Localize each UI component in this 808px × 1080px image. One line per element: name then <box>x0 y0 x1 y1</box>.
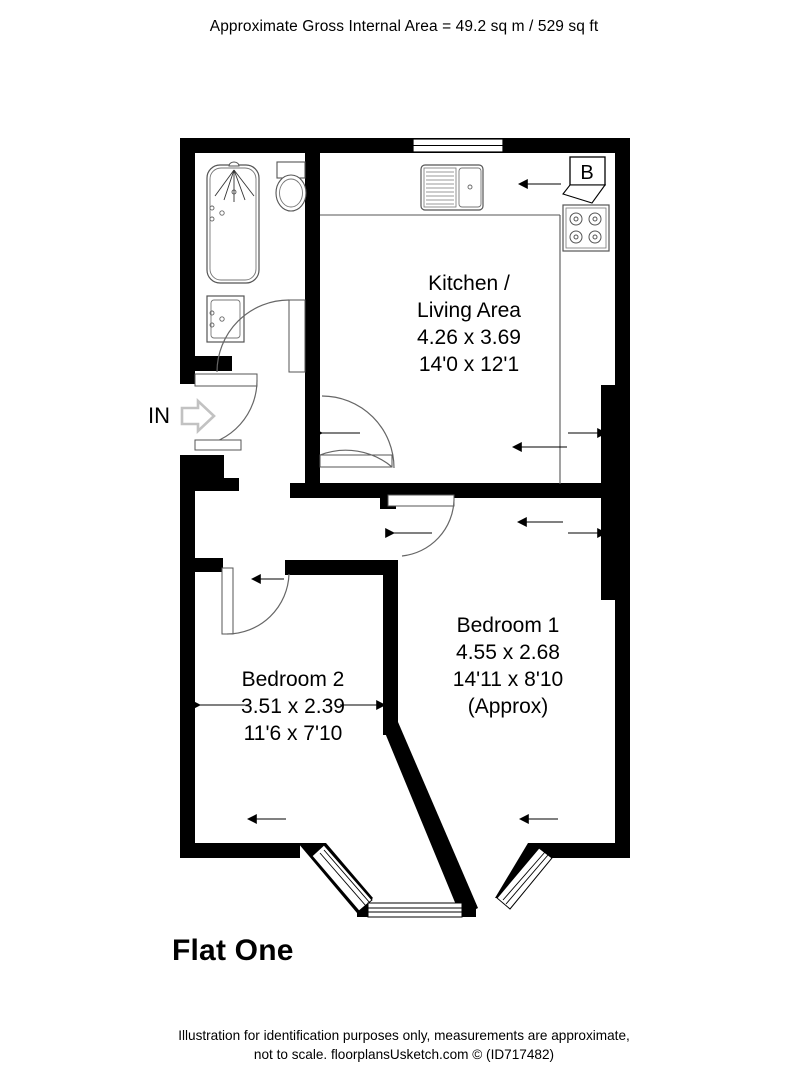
toilet-icon <box>275 161 307 212</box>
wall-segments <box>0 120 808 940</box>
bedroom2-metric: 3.51 x 2.39 <box>241 695 345 718</box>
boiler-label: B <box>580 162 593 184</box>
room-label-bedroom-2: Bedroom 2 3.51 x 2.39 11'6 x 7'10 <box>241 668 345 745</box>
windows <box>311 138 553 918</box>
door-bedroom-2 <box>221 567 290 635</box>
wall-left-entrance-upper <box>180 370 195 384</box>
shower-icon <box>214 161 255 202</box>
wall-bathroom-bottom <box>180 356 232 371</box>
wall-bedroom-divider-diagonal <box>383 722 478 917</box>
wall-mid-stub-left <box>290 483 306 498</box>
entrance-label: IN <box>148 403 170 428</box>
boiler-icon: B <box>562 156 607 204</box>
wall-top <box>180 138 630 153</box>
bedroom2-imperial: 11'6 x 7'10 <box>244 722 343 745</box>
kitchen-name-line2: Living Area <box>417 299 521 322</box>
wall-hall-right <box>305 371 320 443</box>
bedroom1-approx: (Approx) <box>468 695 549 718</box>
kitchen-metric: 4.26 x 3.69 <box>417 326 521 349</box>
wall-left-jog-lower <box>195 558 223 572</box>
door-kitchen <box>319 395 395 469</box>
wall-mid-horizontal <box>290 483 616 498</box>
wall-right-inset-upper <box>601 385 630 485</box>
bedroom2-name: Bedroom 2 <box>242 668 345 691</box>
page-title: Flat One <box>172 934 294 967</box>
bedroom1-imperial: 14'11 x 8'10 <box>453 668 563 691</box>
bedroom1-name: Bedroom 1 <box>457 614 560 637</box>
disclaimer-line-1: Illustration for identification purposes… <box>178 1028 630 1043</box>
gross-internal-area-note: Approximate Gross Internal Area = 49.2 s… <box>209 18 599 35</box>
wall-hall-bottom <box>285 560 395 575</box>
wash-basin-icon <box>206 295 245 343</box>
wall-kitchen-hall <box>305 438 320 488</box>
window-bay-right <box>496 847 553 910</box>
disclaimer-line-2: not to scale. floorplansUsketch.com © (I… <box>253 1047 555 1062</box>
kitchen-fixtures: B <box>320 156 610 484</box>
door-entrance <box>194 373 258 451</box>
wall-bathroom-right <box>305 138 320 371</box>
wall-right-upper <box>615 138 630 385</box>
wall-right-lower <box>615 595 630 858</box>
wall-bedroom-divider <box>383 560 398 735</box>
wall-hall-top-left <box>180 455 195 469</box>
disclaimer: Illustration for identification purposes… <box>0 1026 808 1064</box>
dimension-markers <box>191 179 608 824</box>
wall-bottom-left <box>180 843 300 858</box>
bedroom1-metric: 4.55 x 2.68 <box>456 641 560 664</box>
kitchen-imperial: 14'0 x 12'1 <box>419 353 519 376</box>
room-label-bedroom-1: Bedroom 1 4.55 x 2.68 14'11 x 8'10 (Appr… <box>453 614 563 718</box>
room-label-kitchen-living: Kitchen / Living Area 4.26 x 3.69 14'0 x… <box>417 272 521 376</box>
kitchen-name-line1: Kitchen / <box>428 272 510 295</box>
in-arrow-icon <box>180 397 216 435</box>
door-bedroom-1 <box>387 494 455 557</box>
window-bay-left <box>311 844 373 912</box>
room-labels: Kitchen / Living Area 4.26 x 3.69 14'0 x… <box>241 272 563 745</box>
bath-tub-icon <box>206 161 260 284</box>
window-kitchen <box>412 138 504 153</box>
wall-left-upper <box>180 138 195 370</box>
wall-left-jog-arm <box>195 478 239 491</box>
entrance-marker: IN <box>148 397 216 435</box>
bathroom-fixtures <box>206 161 307 343</box>
doors <box>194 299 455 635</box>
window-bay-bottom <box>367 902 463 918</box>
hob-icon <box>562 204 610 252</box>
wall-bottom-right <box>528 843 630 858</box>
kitchen-sink-icon <box>420 164 484 211</box>
door-bathroom <box>216 299 306 373</box>
wall-right-inset-lower <box>601 503 630 600</box>
wall-left-lower <box>180 455 195 858</box>
